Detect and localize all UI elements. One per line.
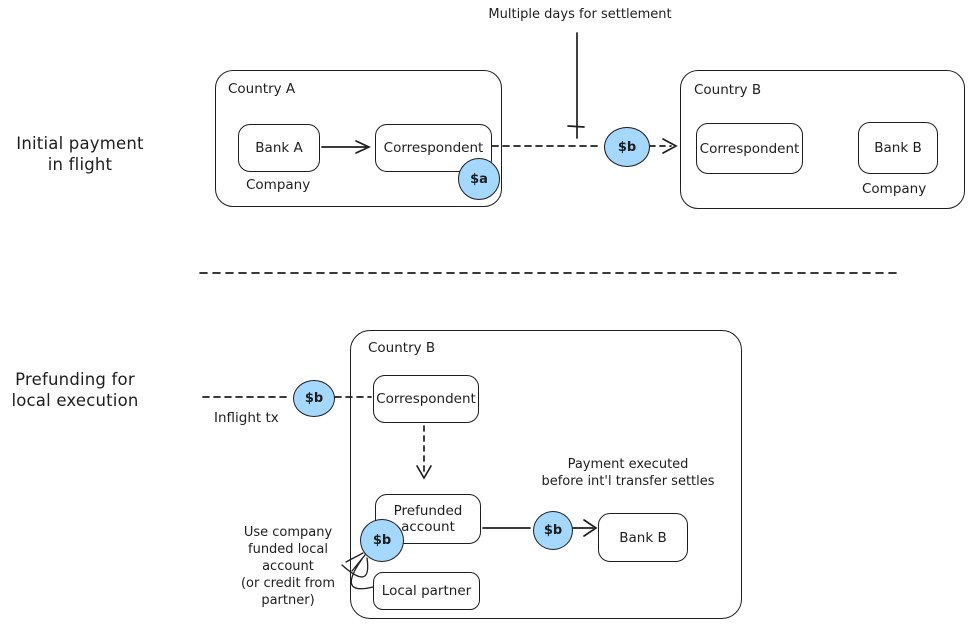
country-b-bottom-box <box>350 330 742 619</box>
prefund-b-badge: $b <box>360 519 404 562</box>
bank-b-top-label: Bank B <box>874 140 922 156</box>
use-company-note: Use company funded local account (or cre… <box>240 525 336 608</box>
country-a-label: Country A <box>228 81 296 97</box>
correspondent-b-top-label: Correspondent <box>699 140 800 157</box>
bank-b-bottom-box: Bank B <box>598 513 688 562</box>
correspondent-a-label: Correspondent <box>383 140 484 156</box>
inflight-tx-label: Inflight tx <box>214 410 279 426</box>
bank-a-label: Bank A <box>255 140 303 156</box>
bank-a-box: Bank A <box>238 124 320 172</box>
down-arrowhead-icon <box>416 465 432 480</box>
amount-a-badge: $a <box>458 158 500 200</box>
settlement-annotation: Multiple days for settlement <box>488 7 672 22</box>
company-a-label: Company <box>246 177 311 193</box>
partner-to-badge-curve <box>350 558 374 590</box>
badge-whisker-icon <box>345 552 364 563</box>
country-b-top-box <box>680 70 965 209</box>
bank-b-top-box: Bank B <box>858 122 938 174</box>
prefunded-account-label: Prefunded account <box>393 503 463 535</box>
correspondent-b-bottom-box: Correspondent <box>373 375 479 423</box>
company-b-label: Company <box>862 181 927 197</box>
local-partner-box: Local partner <box>373 572 480 610</box>
banka-arrowhead-icon <box>355 140 372 154</box>
country-b-bottom-label: Country B <box>368 340 436 356</box>
badge-whisker-icon <box>351 554 366 572</box>
settlement-tick <box>567 125 585 128</box>
country-b-top-label: Country B <box>694 82 762 98</box>
bankb-arrowhead-icon <box>583 519 598 537</box>
top-arrowhead-icon <box>662 138 678 154</box>
payment-executed-note: Payment executed before int'l transfer s… <box>541 457 715 489</box>
correspondent-b-bottom-label: Correspondent <box>376 391 476 407</box>
correspondent-a-box: Correspondent <box>375 124 492 172</box>
transfer-b-badge-top: $b <box>604 127 650 167</box>
correspondent-b-top-box: Correspondent <box>696 123 803 174</box>
section-title-prefunding: Prefunding for local execution <box>11 370 139 410</box>
note-to-badge-curve <box>341 557 369 578</box>
local-partner-label: Local partner <box>381 583 472 599</box>
bank-b-bottom-label: Bank B <box>619 529 667 546</box>
inflight-b-badge: $b <box>293 380 335 417</box>
country-a-box <box>215 70 502 207</box>
section-title-flight: Initial payment in flight <box>16 134 144 174</box>
transfer-b-badge-bottom: $b <box>533 511 573 550</box>
